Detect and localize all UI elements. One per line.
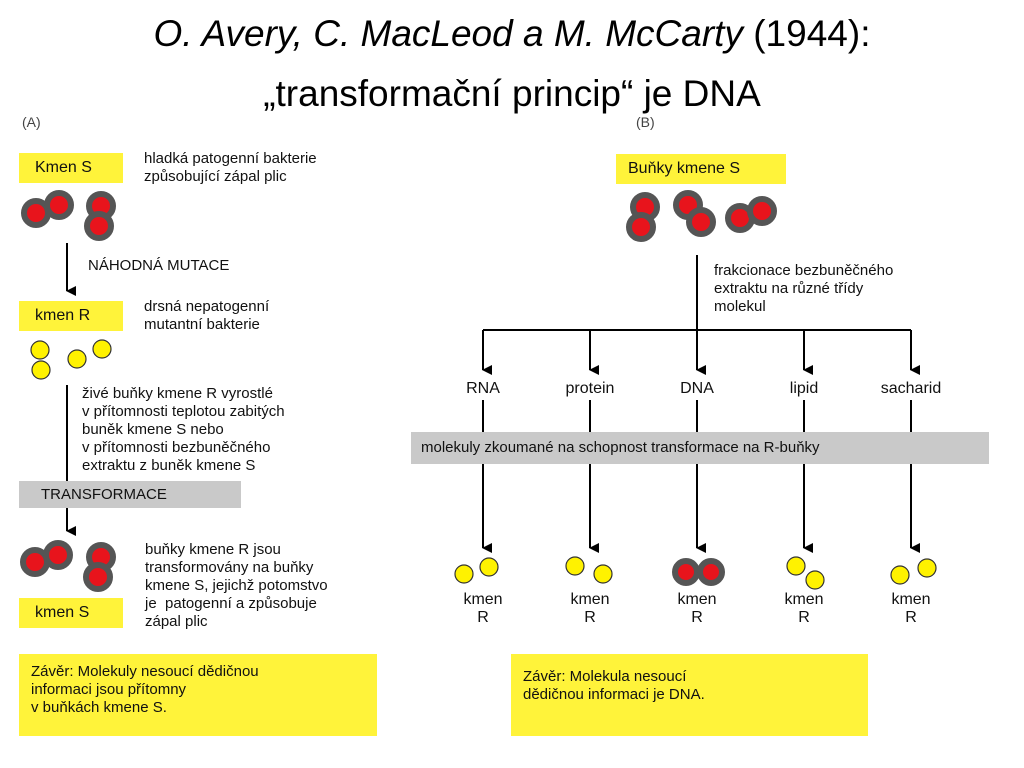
result-label-protein: kmen R [570,591,610,626]
box-bunky-kmene-s: Buňky kmene S [616,154,786,184]
s-cell [626,212,656,242]
result-cells-rna [454,557,499,584]
result-label-sacharid: kmen R [891,591,931,626]
s-cell [83,562,113,592]
panel-b-label: (B) [636,114,655,130]
result-cells-protein [565,556,613,584]
s-cell [84,211,114,241]
transformation-band: TRANSFORMACE [19,481,241,508]
fraction-protein: protein [565,380,615,397]
r-cell [565,556,585,576]
fraction-rna: RNA [466,380,500,397]
r-cell [479,557,499,577]
title-authors: O. Avery, C. MacLeod a M. McCarty [153,13,743,54]
slide-title-line1: O. Avery, C. MacLeod a M. McCarty (1944)… [0,12,1024,56]
r-cell [30,340,50,360]
random-mutation-label: NÁHODNÁ MUTACE [88,257,230,274]
r-cell [593,564,613,584]
result-label-dna: kmen R [677,591,717,626]
fraction-dna: DNA [680,380,714,397]
transformed-desc: buňky kmene R jsou transformovány na buň… [145,541,328,630]
title-year: (1944): [753,13,871,54]
slide-title-line2: „transformační princip“ je DNA [263,73,761,114]
s-cell [686,207,716,237]
r-cell [31,360,51,380]
live-cells-desc: živé buňky kmene R vyrostlé v přítomnost… [82,385,285,474]
box-kmen-s-top: Kmen S [19,153,123,183]
result-cells-lipid [786,556,825,590]
s-cell [43,540,73,570]
s-cells-b [626,190,777,242]
r-cell [786,556,806,576]
r-cell [454,564,474,584]
s-cell [747,196,777,226]
result-cells-dna [672,558,725,586]
r-cell [890,565,910,585]
r-cell [67,349,87,369]
conclusion-a: Závěr: Molekuly nesoucí dědičnou informa… [19,654,377,736]
s-cell [672,558,700,586]
panel-a-label: (A) [22,114,41,130]
box-kmen-s-bottom: kmen S [19,598,123,628]
s-cell [44,190,74,220]
desc-s-strain: hladká patogenní bakterie způsobující zá… [144,150,317,185]
s-cells-top [21,190,116,241]
desc-r-strain: drsná nepatogenní mutantní bakterie [144,298,270,333]
result-label-lipid: kmen R [784,591,824,626]
r-cell [805,570,825,590]
result-cells-sacharid [890,558,937,585]
r-cell [917,558,937,578]
s-cell [697,558,725,586]
fractionation-desc: frakcionace bezbuněčného extraktu na růz… [714,262,894,315]
s-cells-transformed [20,540,116,592]
fraction-sacharid: sacharid [880,380,942,397]
box-kmen-r: kmen R [19,301,123,331]
r-cells [30,339,112,380]
r-cell [92,339,112,359]
tested-molecules-band: molekuly zkoumané na schopnost transform… [411,432,989,464]
result-label-rna: kmen R [463,591,503,626]
fraction-lipid: lipid [789,380,819,397]
conclusion-b: Závěr: Molekula nesoucí dědičnou informa… [511,654,868,736]
